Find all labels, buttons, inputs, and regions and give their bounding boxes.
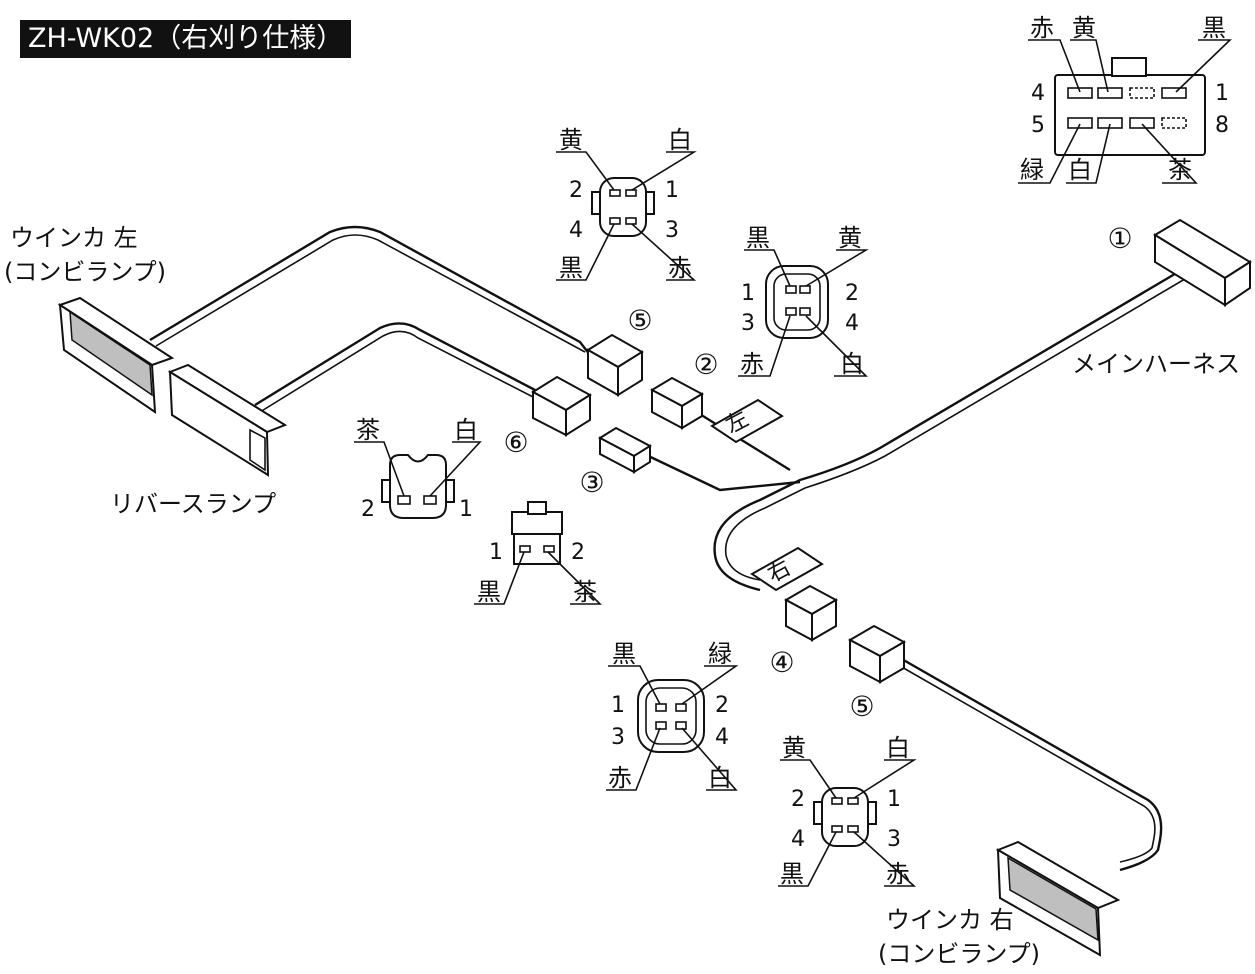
c2-wire-black: 黒 bbox=[746, 224, 770, 252]
main-pin-1: 1 bbox=[1215, 81, 1229, 106]
c6-wire-white: 白 bbox=[454, 416, 478, 444]
c4-wire-red: 赤 bbox=[608, 764, 632, 792]
c2-wire-white: 白 bbox=[840, 350, 864, 378]
reverse-lamp bbox=[167, 363, 288, 477]
c5top-wire-black: 黒 bbox=[559, 254, 583, 282]
connector-block-5-bottom bbox=[847, 624, 907, 684]
c4-pin-4: 4 bbox=[715, 725, 729, 750]
connector-block-4 bbox=[783, 584, 839, 642]
winker-left-lamp bbox=[57, 296, 175, 414]
reverse-lamp-label: リバースランプ bbox=[110, 490, 276, 518]
connector-block-1 bbox=[1153, 218, 1252, 307]
c5top-wire-white: 白 bbox=[668, 126, 692, 154]
c2-pin-2: 2 bbox=[845, 281, 859, 306]
c5top-pin-4: 4 bbox=[569, 218, 583, 243]
diagram-title: ZH-WK02（右刈り仕様） bbox=[20, 20, 352, 58]
connector-block-3 bbox=[597, 426, 653, 474]
main-pin-8: 8 bbox=[1215, 113, 1229, 138]
c6-pin-2: 2 bbox=[361, 497, 375, 522]
c5bot-pin-2: 2 bbox=[791, 787, 805, 812]
wire-to-reverse-lamp bbox=[254, 322, 536, 407]
c3-pin-2: 2 bbox=[571, 540, 585, 565]
connector-block-6 bbox=[531, 375, 592, 437]
main-wire-white: 白 bbox=[1068, 156, 1092, 184]
c4-pin-1: 1 bbox=[611, 693, 625, 718]
harness-wires bbox=[149, 225, 1191, 872]
main-pin-4: 4 bbox=[1031, 81, 1045, 106]
main-pin-5: 5 bbox=[1031, 113, 1045, 138]
c2-pin-4: 4 bbox=[845, 311, 859, 336]
c3-wire-black: 黒 bbox=[477, 578, 501, 606]
connector-3-diagram: 黒 茶 1 2 bbox=[474, 501, 602, 606]
circle-4: ④ bbox=[769, 646, 794, 679]
connector-2-diagram: 黒 黄 赤 白 1 2 3 4 bbox=[738, 224, 869, 378]
c5bot-pin-4: 4 bbox=[791, 827, 805, 852]
c5bot-wire-yellow: 黄 bbox=[782, 734, 806, 762]
combi-lamp-left-label: (コンビランプ) bbox=[4, 258, 166, 286]
connector-main-diagram: 赤 黄 黒 緑 白 茶 4 1 5 8 bbox=[1018, 14, 1232, 184]
main-wire-black: 黒 bbox=[1202, 14, 1226, 42]
connector-6-diagram: 茶 白 2 1 bbox=[354, 416, 482, 522]
circle-3: ③ bbox=[579, 466, 604, 499]
connector-5-top-diagram: 黄 白 黒 赤 2 1 4 3 bbox=[556, 126, 697, 282]
c5top-wire-red: 赤 bbox=[668, 254, 692, 282]
connector-4-diagram: 黒 緑 赤 白 1 2 3 4 bbox=[606, 640, 739, 792]
c4-pin-3: 3 bbox=[611, 725, 625, 750]
winker-right-lamp bbox=[995, 840, 1121, 957]
circle-2: ② bbox=[693, 348, 718, 381]
wire-to-c3 bbox=[639, 450, 801, 492]
connector-5-bottom-diagram: 黄 白 黒 赤 2 1 4 3 bbox=[778, 734, 917, 888]
c4-pin-2: 2 bbox=[715, 693, 729, 718]
c5bot-wire-white: 白 bbox=[886, 734, 910, 762]
c2-wire-red: 赤 bbox=[740, 350, 764, 378]
c3-pin-1: 1 bbox=[489, 540, 503, 565]
main-harness-wire-inner bbox=[724, 275, 1191, 581]
c2-pin-3: 3 bbox=[741, 311, 755, 336]
main-wire-green: 緑 bbox=[1020, 156, 1044, 184]
wire-to-winker-left bbox=[149, 225, 591, 356]
connector-block-5-top bbox=[586, 333, 644, 397]
c5bot-pin-1: 1 bbox=[887, 787, 901, 812]
circle-6: ⑥ bbox=[503, 426, 528, 459]
connector-block-2 bbox=[649, 376, 705, 430]
main-wire-yellow: 黄 bbox=[1072, 14, 1096, 42]
c4-wire-green: 緑 bbox=[708, 640, 732, 668]
tag-left: 左 bbox=[710, 398, 784, 444]
c3-wire-brown: 茶 bbox=[573, 578, 597, 606]
c5top-pin-1: 1 bbox=[665, 178, 679, 203]
circle-5-bottom: ⑤ bbox=[849, 690, 874, 723]
c6-pin-1: 1 bbox=[459, 497, 473, 522]
c5bot-wire-red: 赤 bbox=[886, 860, 910, 888]
circle-5-top: ⑤ bbox=[627, 304, 652, 337]
c5top-pin-2: 2 bbox=[569, 178, 583, 203]
c5bot-pin-3: 3 bbox=[887, 827, 901, 852]
c4-wire-black: 黒 bbox=[612, 640, 636, 668]
winker-left-label: ウインカ 左 bbox=[10, 224, 138, 252]
winker-right-label: ウインカ 右 bbox=[886, 906, 1014, 934]
combi-lamp-right-label: (コンビランプ) bbox=[878, 940, 1040, 968]
c4-wire-white: 白 bbox=[708, 764, 732, 792]
tag-right: 右 bbox=[750, 546, 824, 592]
c5top-wire-yellow: 黄 bbox=[559, 126, 583, 154]
main-wire-brown: 茶 bbox=[1168, 156, 1192, 184]
circle-1: ① bbox=[1107, 222, 1132, 255]
c5bot-wire-black: 黒 bbox=[780, 860, 804, 888]
wire-to-winker-right bbox=[899, 656, 1163, 872]
c2-pin-1: 1 bbox=[741, 281, 755, 306]
main-wire-red: 赤 bbox=[1030, 14, 1054, 42]
c2-wire-yellow: 黄 bbox=[838, 224, 862, 252]
main-harness-label: メインハーネス bbox=[1072, 350, 1240, 378]
c6-wire-brown: 茶 bbox=[356, 416, 380, 444]
c5top-pin-3: 3 bbox=[665, 218, 679, 243]
main-harness-wire bbox=[713, 266, 1186, 592]
